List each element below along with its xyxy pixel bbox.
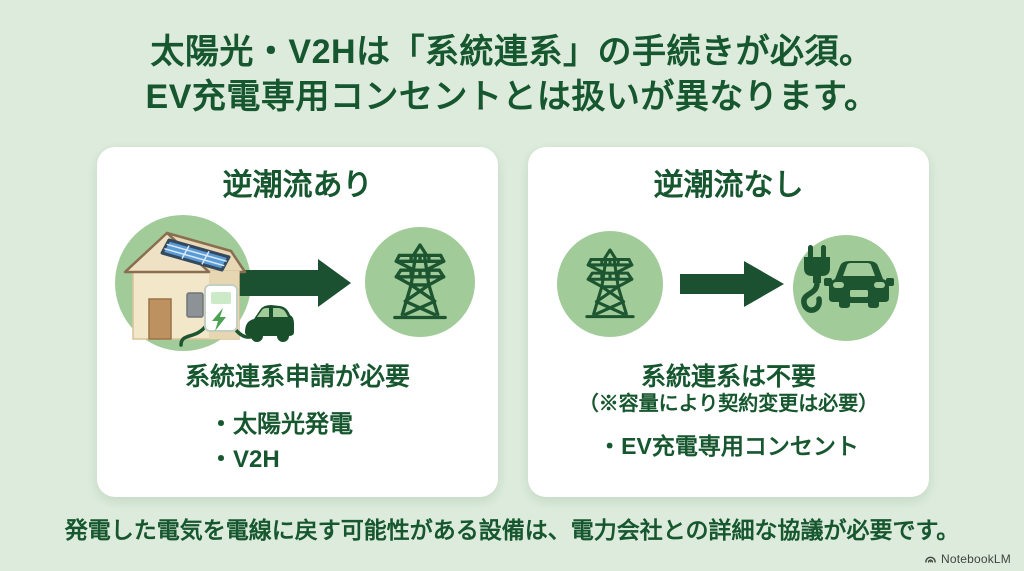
arrow-right-icon [680,261,784,307]
arrow-right-icon [228,259,351,307]
ev-plug-car-icon [801,245,894,313]
card-reverse-flow-yes: 逆潮流あり [97,147,498,497]
card-left-caption: 系統連系申請が必要 [184,363,410,391]
plug-icon [804,245,830,283]
car-front-icon [824,261,894,308]
watermark-label: NotebookLM [940,552,1011,566]
green-circle [793,235,899,341]
watermark: NotebookLM [924,552,1011,566]
green-circle [365,227,475,337]
transmission-tower-icon [585,248,635,319]
page-title-line2: EV充電専用コンセントとは扱いが異なります。 [145,78,879,116]
bullet-item: ・太陽光発電 [209,411,353,438]
meter-box [186,292,204,318]
v2h-charger-icon [204,284,238,332]
footnote: 発電した電気を電線に戻す可能性がある設備は、電力会社との詳細な協議が必要です。 [64,517,960,543]
card-right-caption: 系統連系は不要 [640,363,816,391]
page-title: 太陽光・V2Hは「系統連系」の手続きが必須。 EV充電専用コンセントとは扱いが異… [0,30,1024,120]
card-right-heading: 逆潮流なし [653,169,804,202]
card-left-bullets: ・太陽光発電 ・V2H [209,407,353,477]
card-right-caption-note: （※容量により契約変更は必要） [578,393,879,415]
ev-car-side-icon [245,305,294,342]
card-reverse-flow-no: 逆潮流なし [528,147,929,497]
solar-panel [160,238,231,272]
bullet-item: ・V2H [209,446,280,473]
transmission-tower-icon [393,243,447,320]
page-title-line1: 太陽光・V2Hは「系統連系」の手続きが必須。 [150,33,874,71]
green-circle [557,231,663,337]
notebooklm-logo-icon [925,556,936,563]
solar-house-v2h-icon [115,215,351,351]
bullet-item: ・EV充電専用コンセント [598,433,859,459]
card-left-heading: 逆潮流あり [222,169,373,202]
